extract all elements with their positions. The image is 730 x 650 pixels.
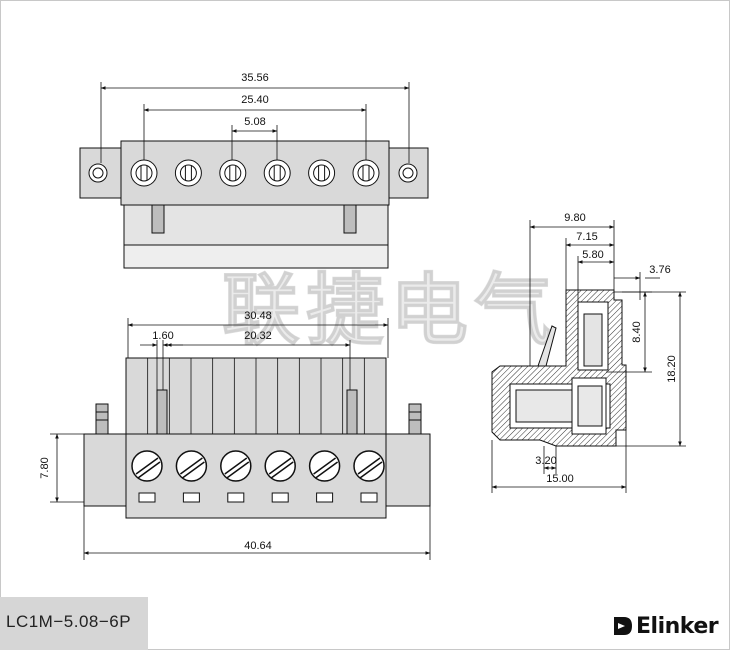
- top-screw-terminal: [219, 159, 247, 187]
- dim-5-08: 5.08: [244, 116, 265, 128]
- brand-logo: Elinker: [612, 611, 719, 641]
- top-screw-terminal: [130, 159, 158, 187]
- top-screw-terminal: [263, 159, 291, 187]
- top-screw-terminal: [174, 159, 202, 187]
- top-screw-row: [130, 159, 380, 187]
- dim-8-40: 8.40: [631, 321, 643, 342]
- dimension-labels: 35.56 25.40 5.08 30.48 20.32 1.60 40.64 …: [39, 72, 678, 552]
- dim-35-56: 35.56: [241, 72, 269, 84]
- top-view: [79, 140, 429, 269]
- pin-right: [346, 389, 358, 435]
- dim-7-15: 7.15: [576, 231, 597, 243]
- front-screw: [220, 450, 252, 503]
- dim-18-20: 18.20: [666, 355, 678, 383]
- front-plug: [125, 433, 387, 519]
- brand-name: Elinker: [636, 613, 719, 639]
- dim-20-32: 20.32: [244, 330, 272, 342]
- dim-30-48: 30.48: [244, 310, 272, 322]
- dim-3-76: 3.76: [649, 264, 670, 276]
- dimension-lines: [50, 82, 686, 560]
- mounting-hole-right: [398, 163, 418, 183]
- top-body: [120, 140, 390, 206]
- front-ribs: [147, 358, 365, 434]
- watermark: 联捷电气: [221, 266, 559, 357]
- part-number-label: LC1M−5.08−6P: [0, 597, 148, 650]
- front-screw: [353, 450, 385, 503]
- front-view: [83, 357, 431, 519]
- side-view: [491, 289, 627, 447]
- dim-9-80: 9.80: [564, 212, 585, 224]
- front-screw: [131, 450, 163, 503]
- top-screw-terminal: [308, 159, 336, 187]
- dim-15-00: 15.00: [546, 473, 574, 485]
- dim-1-60: 1.60: [152, 330, 173, 342]
- dim-40-64: 40.64: [244, 540, 272, 552]
- elinker-logo-icon: [614, 617, 632, 635]
- front-screw: [308, 450, 341, 503]
- front-screw-row: [131, 450, 385, 503]
- flange-screw-left: [95, 403, 109, 435]
- flange-screw-right: [408, 403, 422, 435]
- dim-5-80: 5.80: [582, 249, 603, 261]
- mounting-hole-left: [88, 163, 108, 183]
- dim-25-40: 25.40: [241, 94, 269, 106]
- front-screw: [175, 450, 208, 503]
- dim-3-20: 3.20: [535, 455, 556, 467]
- top-screw-terminal: [352, 159, 380, 187]
- dim-7-80: 7.80: [39, 457, 51, 478]
- front-screw: [264, 450, 296, 503]
- pin-left: [156, 389, 168, 435]
